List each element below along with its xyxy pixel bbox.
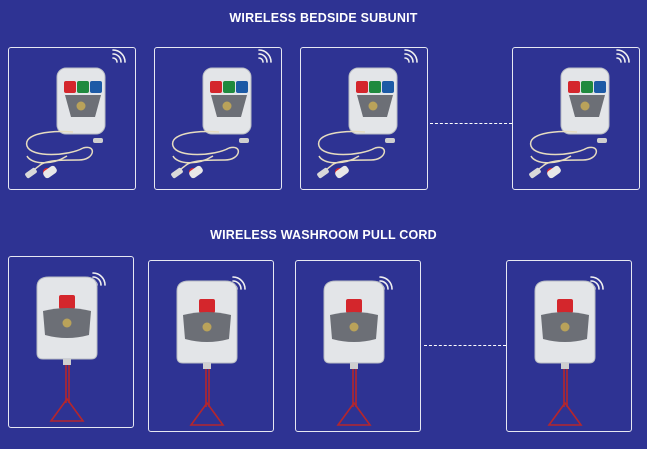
wifi-signal-icon — [616, 49, 630, 63]
bedside-unit-card — [512, 47, 640, 190]
pull-cord-unit-card — [8, 256, 134, 428]
wifi-signal-icon — [258, 49, 272, 63]
bedside-unit-card — [154, 47, 282, 190]
pull-cord-unit-card — [506, 260, 632, 432]
pull-cord-unit-card — [148, 260, 274, 432]
bedside-unit-icon — [529, 49, 630, 179]
bedside-unit-icon — [25, 49, 126, 179]
bedside-unit-card — [8, 47, 136, 190]
wifi-signal-icon — [404, 49, 418, 63]
pull-cord-unit-card — [295, 260, 421, 432]
wifi-signal-icon — [112, 49, 126, 63]
washroom-title: WIRELESS WASHROOM PULL CORD — [210, 228, 437, 242]
bedside-unit-icon — [171, 49, 272, 179]
pull-cord-unit-icon — [323, 276, 393, 426]
pull-cord-unit-icon — [36, 272, 106, 422]
pull-cord-unit-icon — [534, 276, 604, 426]
pull-cord-unit-icon — [176, 276, 246, 426]
bedside-unit-card — [300, 47, 428, 190]
washroom-ellipsis-connector — [424, 345, 506, 346]
bedside-ellipsis-connector — [430, 123, 512, 124]
bedside-title: WIRELESS BEDSIDE SUBUNIT — [229, 11, 418, 25]
bedside-unit-icon — [317, 49, 418, 179]
